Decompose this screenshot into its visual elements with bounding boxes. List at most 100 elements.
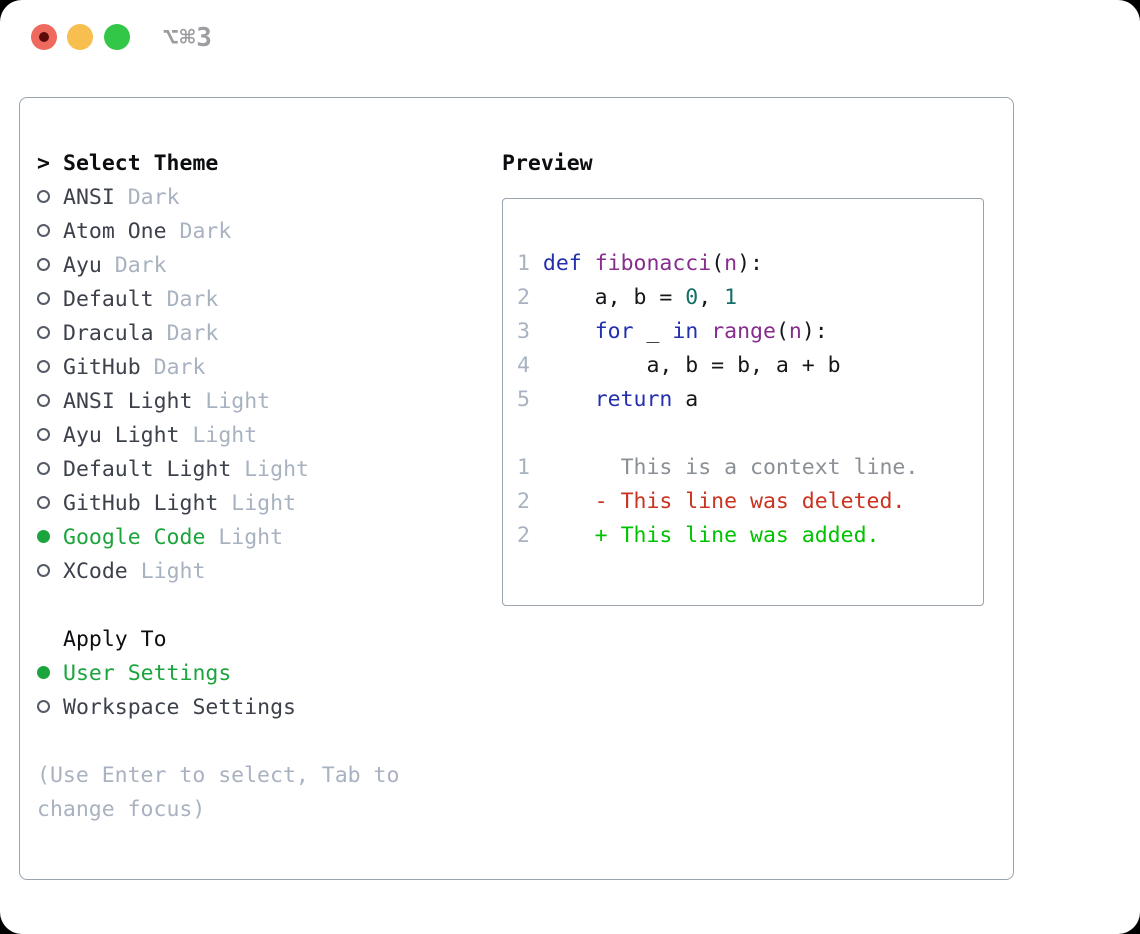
theme-option[interactable]: Ayu Light Light bbox=[37, 419, 399, 453]
line-number: 3 bbox=[517, 319, 530, 344]
diff-line: 2 + This line was added. bbox=[517, 519, 983, 553]
radio-circle-icon bbox=[37, 224, 50, 237]
code-token: in bbox=[672, 319, 699, 344]
code-line: 1 def fibonacci(n): bbox=[517, 247, 983, 281]
theme-name: GitHub Light bbox=[63, 491, 219, 516]
code-token: 0 bbox=[685, 285, 699, 310]
window-title: ⌥⌘3 bbox=[163, 23, 213, 53]
line-number: 4 bbox=[517, 353, 530, 378]
code-token bbox=[698, 319, 711, 344]
theme-name: Default bbox=[63, 287, 154, 312]
zoom-button-icon[interactable] bbox=[104, 24, 130, 50]
hint-line-1: (Use Enter to select, Tab to bbox=[37, 763, 400, 788]
radio-icon bbox=[37, 419, 63, 453]
radio-circle-icon bbox=[37, 700, 50, 713]
theme-option[interactable]: GitHub Light Light bbox=[37, 487, 399, 521]
line-number: 1 bbox=[517, 455, 530, 480]
theme-name: Dracula bbox=[63, 321, 154, 346]
theme-option[interactable]: Atom One Dark bbox=[37, 215, 399, 249]
code-token: n bbox=[724, 251, 738, 276]
theme-variant: Light bbox=[140, 559, 206, 584]
theme-name: Google Code bbox=[63, 525, 206, 550]
code-token: range bbox=[711, 319, 776, 344]
radio-circle-icon bbox=[37, 496, 50, 509]
code-token: fibonacci bbox=[594, 251, 712, 276]
titlebar: ⌥⌘3 bbox=[0, 0, 1140, 74]
theme-option[interactable]: Dracula Dark bbox=[37, 317, 399, 351]
diff-text: - This line was deleted. bbox=[542, 489, 906, 514]
code-token: ( bbox=[711, 251, 725, 276]
radio-icon bbox=[37, 555, 63, 589]
theme-variant: Light bbox=[192, 423, 258, 448]
apply-option-label: Workspace Settings bbox=[63, 695, 296, 720]
spacer bbox=[37, 589, 399, 623]
radio-icon bbox=[37, 351, 63, 385]
radio-circle-icon bbox=[37, 530, 50, 543]
radio-circle-icon bbox=[37, 428, 50, 441]
hint-line-2: change focus) bbox=[37, 797, 206, 822]
selected-radio-icon bbox=[37, 657, 63, 691]
prompt-caret: > bbox=[37, 151, 50, 176]
theme-name: ANSI Light bbox=[63, 389, 193, 414]
radio-circle-icon bbox=[37, 190, 50, 203]
theme-variant: Dark bbox=[166, 321, 219, 346]
theme-option[interactable]: Ayu Dark bbox=[37, 249, 399, 283]
code-line: 4 a, b = b, a + b bbox=[517, 349, 983, 383]
code-token: return bbox=[594, 387, 673, 412]
code-token: ( bbox=[775, 319, 789, 344]
select-theme-title: Select Theme bbox=[63, 151, 219, 176]
radio-circle-icon bbox=[37, 394, 50, 407]
code-token: a, b = bbox=[542, 285, 686, 310]
selected-radio-icon bbox=[37, 521, 63, 555]
theme-option[interactable]: Google Code Light bbox=[37, 521, 399, 555]
theme-name: Atom One bbox=[63, 219, 167, 244]
radio-icon bbox=[37, 215, 63, 249]
radio-icon bbox=[37, 181, 63, 215]
code-token bbox=[543, 319, 595, 344]
line-number: 2 bbox=[517, 489, 530, 514]
code-token: 1 bbox=[724, 285, 738, 310]
apply-option[interactable]: Workspace Settings bbox=[37, 691, 399, 725]
line-number: 2 bbox=[517, 285, 530, 310]
theme-option[interactable]: ANSI Dark bbox=[37, 181, 399, 215]
apply-to-title: Apply To bbox=[63, 627, 167, 652]
theme-option[interactable]: GitHub Dark bbox=[37, 351, 399, 385]
theme-option[interactable]: Default Dark bbox=[37, 283, 399, 317]
theme-name: Default Light bbox=[63, 457, 232, 482]
radio-circle-icon bbox=[37, 360, 50, 373]
apply-to-header: Apply To bbox=[37, 623, 399, 657]
radio-circle-icon bbox=[37, 258, 50, 271]
code-token: a bbox=[672, 387, 699, 412]
code-line: 3 for _ in range(n): bbox=[517, 315, 983, 349]
theme-option[interactable]: XCode Light bbox=[37, 555, 399, 589]
radio-icon bbox=[37, 385, 63, 419]
radio-circle-icon bbox=[37, 292, 50, 305]
close-button-icon[interactable] bbox=[31, 24, 57, 50]
blank-line bbox=[517, 417, 983, 451]
minimize-button-icon[interactable] bbox=[67, 24, 93, 50]
theme-variant: Light bbox=[218, 525, 284, 550]
line-number: 5 bbox=[517, 387, 530, 412]
apply-option[interactable]: User Settings bbox=[37, 657, 399, 691]
code-token: ): bbox=[801, 319, 828, 344]
theme-option[interactable]: Default Light Light bbox=[37, 453, 399, 487]
radio-circle-icon bbox=[37, 666, 50, 679]
code-token: ): bbox=[737, 251, 763, 276]
diff-line: 2 - This line was deleted. bbox=[517, 485, 983, 519]
radio-circle-icon bbox=[37, 326, 50, 339]
line-number: 2 bbox=[517, 523, 530, 548]
theme-option[interactable]: ANSI Light Light bbox=[37, 385, 399, 419]
diff-text: + This line was added. bbox=[542, 523, 880, 548]
code-token: def bbox=[542, 251, 582, 276]
theme-variant: Dark bbox=[114, 253, 167, 278]
code-token: _ bbox=[633, 319, 673, 344]
code-token: , bbox=[698, 285, 725, 310]
select-theme-header: > Select Theme bbox=[37, 147, 399, 181]
theme-variant: Dark bbox=[179, 219, 232, 244]
apply-option-label: User Settings bbox=[63, 661, 232, 686]
